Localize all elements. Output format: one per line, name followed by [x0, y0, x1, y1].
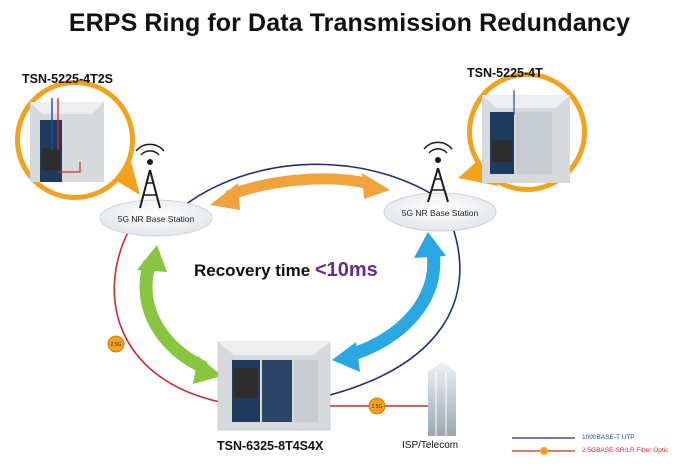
base-station-right-label: 5G NR Base Station: [402, 208, 479, 218]
blue-double-arrow: [332, 232, 446, 372]
isp-label: ISP/Telecom: [402, 440, 459, 451]
legend-fiber-label: 2.5GBASE-SR/LR Fiber Optic: [582, 447, 669, 454]
fiber-badge-isp: 2.5G: [368, 397, 386, 415]
isp-building-icon: [428, 362, 456, 436]
orange-double-arrow: [210, 173, 390, 210]
svg-text:2.5G: 2.5G: [372, 404, 383, 410]
diagram-title: ERPS Ring for Data Transmission Redundan…: [68, 9, 631, 37]
legend-lines: [512, 437, 575, 455]
tower-right-icon: [423, 141, 453, 203]
svg-text:2.5G: 2.5G: [111, 342, 122, 348]
recovery-time-text: Recovery time <10ms: [194, 259, 378, 282]
recovery-value: <10ms: [314, 259, 378, 281]
utp-link-right: [329, 224, 461, 396]
base-station-left-ellipse: [99, 199, 213, 237]
base-station-right-ellipse: [383, 192, 497, 232]
right-switch-label: TSN-5225-4T: [467, 66, 543, 80]
fiber-link-left: [113, 231, 221, 403]
recovery-prefix: Recovery time: [194, 261, 315, 280]
tower-left-icon: [135, 143, 165, 209]
center-switch-label: TSN-6325-8T4S4X: [217, 439, 324, 453]
utp-link-top: [184, 163, 456, 211]
right-switch-callout: [458, 72, 587, 192]
left-switch-callout: [15, 80, 140, 200]
fiber-badge-left: 2.5G: [107, 335, 125, 353]
left-switch-label: TSN-5225-4T2S: [22, 72, 114, 86]
green-double-arrow: [137, 245, 222, 384]
center-switch-icon: [217, 341, 331, 431]
ring-links: [113, 163, 461, 407]
legend-utp-label: 1000BASE-T UTP: [582, 434, 635, 441]
base-station-left-label: 5G NR Base Station: [118, 214, 195, 224]
